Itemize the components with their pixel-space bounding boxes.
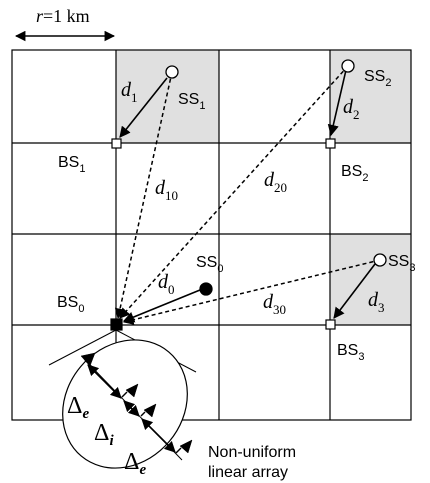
distance-labels: d1 d2 d3 d0 d10 d20 d30 xyxy=(121,79,385,317)
antenna-elements xyxy=(80,352,193,454)
link-d2 xyxy=(327,69,347,137)
d1-label: d1 xyxy=(121,79,138,105)
cell-grid xyxy=(11,49,412,421)
ss0-marker xyxy=(199,282,213,296)
antenna-2 xyxy=(121,383,139,398)
link-d1 xyxy=(119,77,168,138)
spacing-arrows xyxy=(87,364,176,453)
bs0-label: BS0 xyxy=(57,294,84,315)
scale-label: r=1 km xyxy=(36,6,90,26)
ss3-marker xyxy=(373,253,387,267)
array-caption-line1: Non-uniform xyxy=(208,444,296,461)
bs1-label: BS1 xyxy=(58,154,85,175)
bs3-marker xyxy=(325,319,336,330)
shaded-cells xyxy=(116,50,411,325)
ss2-marker xyxy=(341,59,355,73)
d2-label: d2 xyxy=(343,96,360,122)
base-stations xyxy=(110,138,336,331)
ss1-marker xyxy=(165,65,179,79)
delta-i-label: Δi xyxy=(94,420,114,449)
bs2-marker xyxy=(325,138,336,149)
bs3-label: BS3 xyxy=(337,342,364,363)
d0-label: d0 xyxy=(158,271,175,297)
array-caption: Non-uniform linear array xyxy=(208,444,296,481)
link-d0 xyxy=(122,289,201,323)
serving-links xyxy=(119,69,376,323)
bs2-label: BS2 xyxy=(341,163,368,184)
antenna-3 xyxy=(140,403,157,418)
cell-bs1-coverage xyxy=(116,50,219,143)
delta-e-label-bottom: Δe xyxy=(124,449,146,478)
antenna-4 xyxy=(175,439,193,454)
ss3-label: SS3 xyxy=(388,253,415,274)
array-callout: Δe Δi Δe xyxy=(48,329,197,478)
ss0-label: SS0 xyxy=(196,254,223,275)
d3-label: d3 xyxy=(368,289,385,315)
ss2-label: SS2 xyxy=(364,68,391,89)
d20-label: d20 xyxy=(264,169,287,195)
subscriber-stations xyxy=(165,59,387,296)
d30-label: d30 xyxy=(263,291,286,317)
interference-links xyxy=(114,65,381,325)
link-d20 xyxy=(119,65,349,319)
station-labels: BS1 BS2 BS3 BS0 SS1 SS2 SS3 SS0 xyxy=(57,68,415,363)
bs0-marker xyxy=(110,318,123,331)
bs1-marker xyxy=(111,138,122,149)
link-d3 xyxy=(333,263,376,319)
delta-e-label-top: Δe xyxy=(67,393,89,422)
cell-bs3-coverage xyxy=(330,234,411,325)
link-d30 xyxy=(122,259,381,325)
array-caption-line2: linear array xyxy=(208,464,288,481)
d10-label: d10 xyxy=(155,177,178,203)
scale-bar: r=1 km xyxy=(14,6,116,42)
ss1-label: SS1 xyxy=(178,91,205,112)
